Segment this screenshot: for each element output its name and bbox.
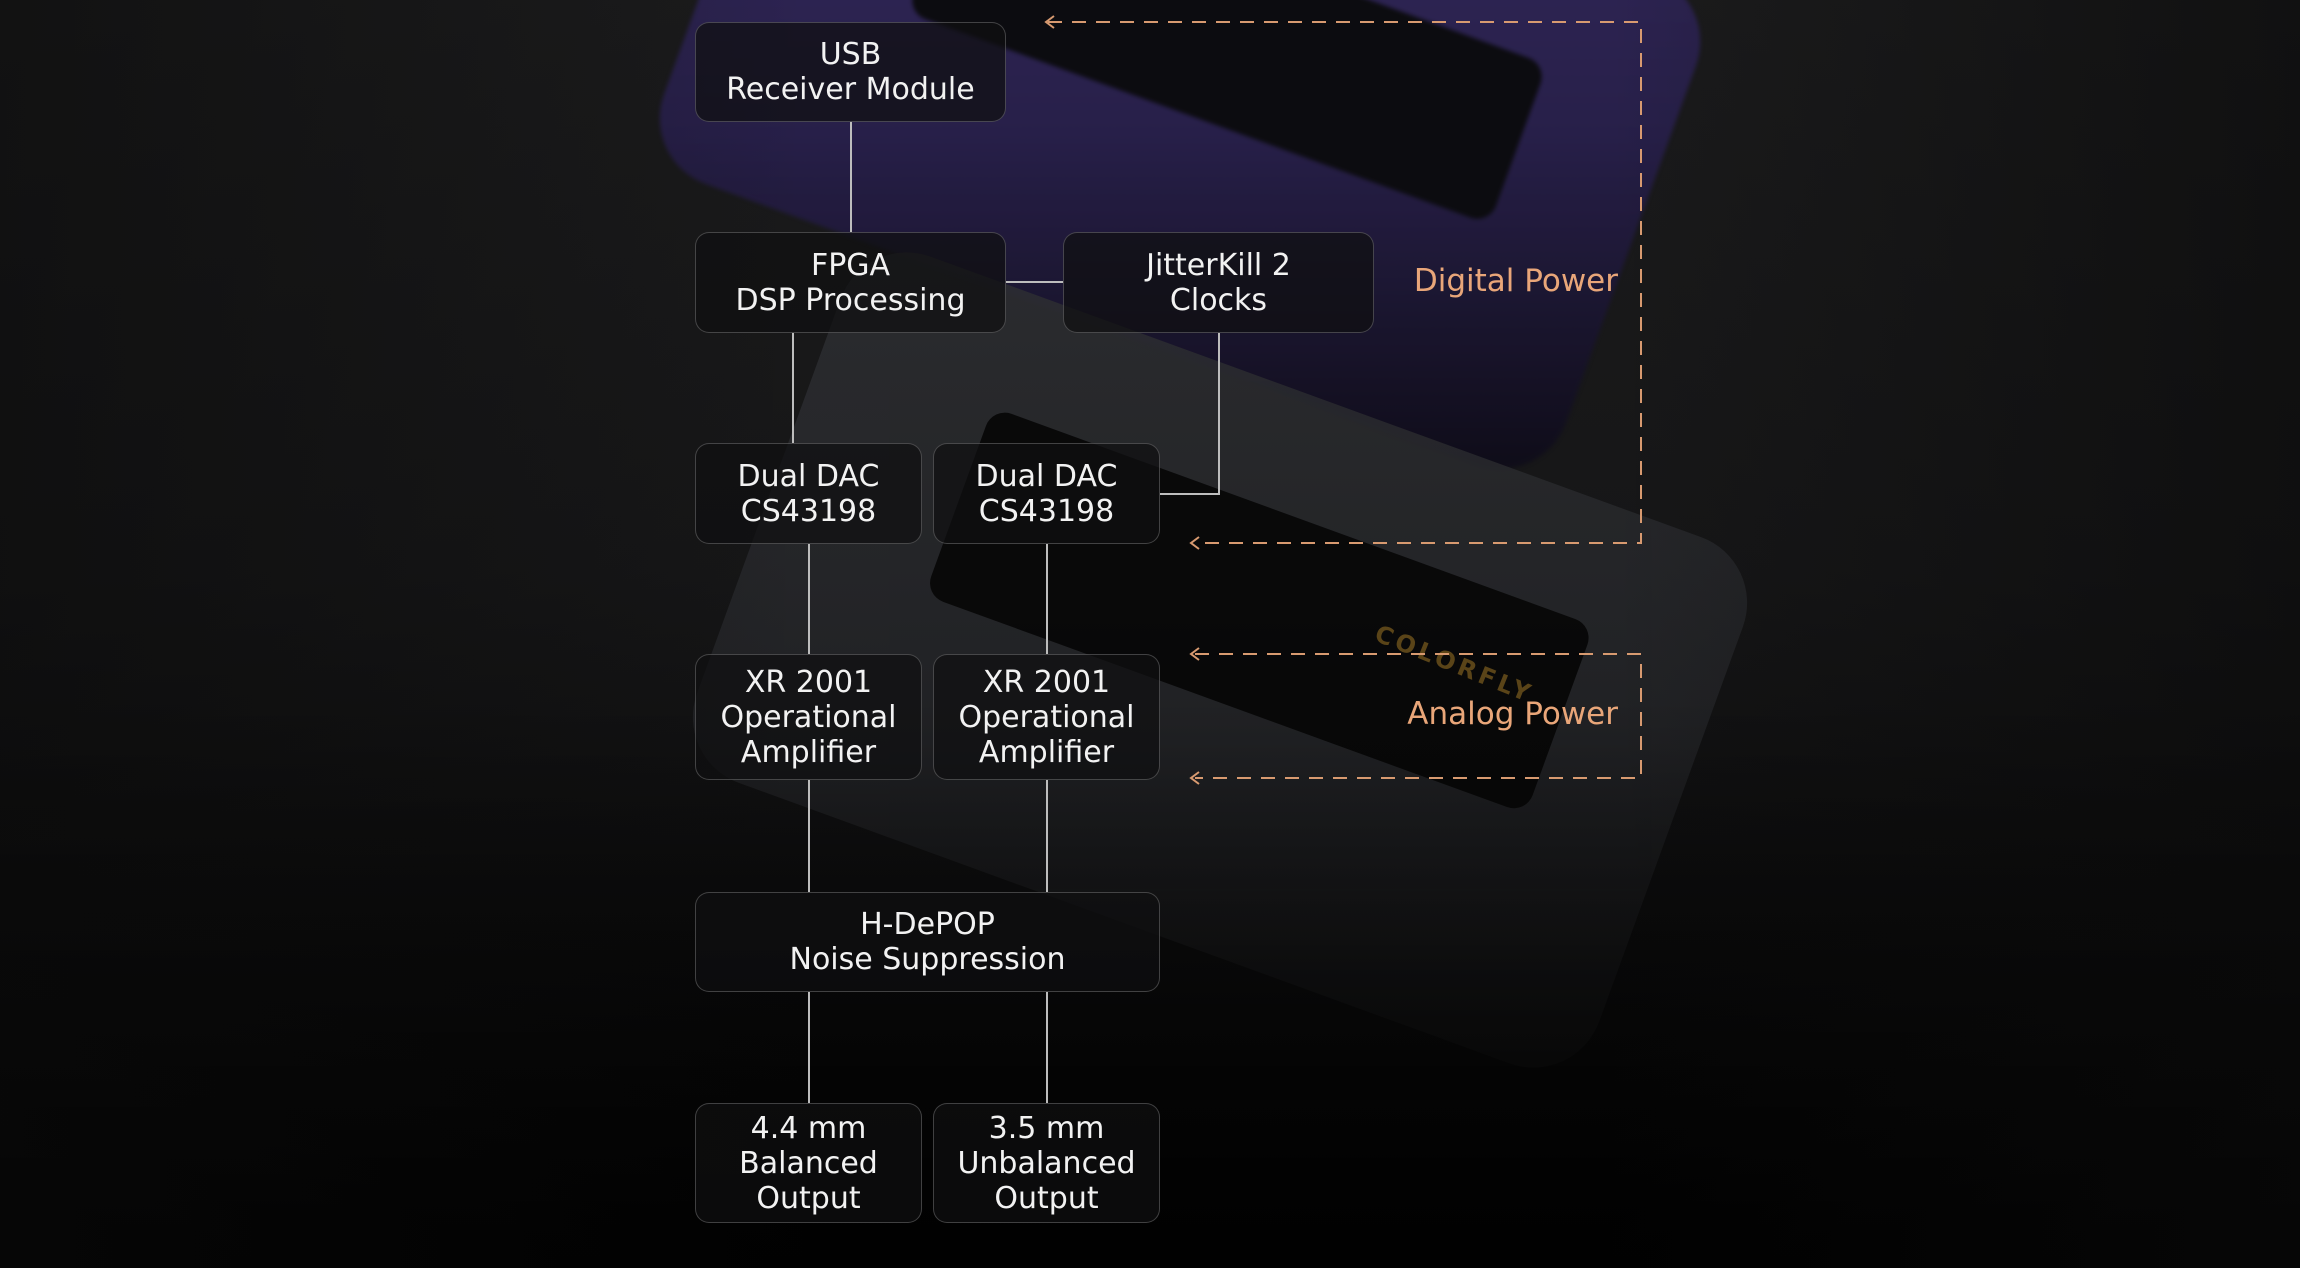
analog-power-rail	[1195, 653, 1642, 779]
connector	[1218, 333, 1220, 495]
analog-power-label: Analog Power	[1407, 696, 1618, 732]
connector	[1046, 992, 1048, 1103]
connector	[850, 122, 852, 232]
connector	[792, 333, 794, 443]
connector	[808, 992, 810, 1103]
digital-power-label: Digital Power	[1413, 263, 1618, 299]
arrow-left-icon	[1044, 15, 1055, 29]
arrow-left-icon	[1189, 771, 1200, 785]
arrow-left-icon	[1189, 647, 1200, 661]
connector	[1046, 780, 1048, 892]
digital-power-rail	[1048, 21, 1642, 544]
connector	[1046, 544, 1048, 654]
connector	[808, 780, 810, 892]
connector	[808, 544, 810, 654]
connector	[1160, 493, 1220, 495]
connector	[1006, 281, 1063, 283]
arrow-left-icon	[1189, 536, 1200, 550]
